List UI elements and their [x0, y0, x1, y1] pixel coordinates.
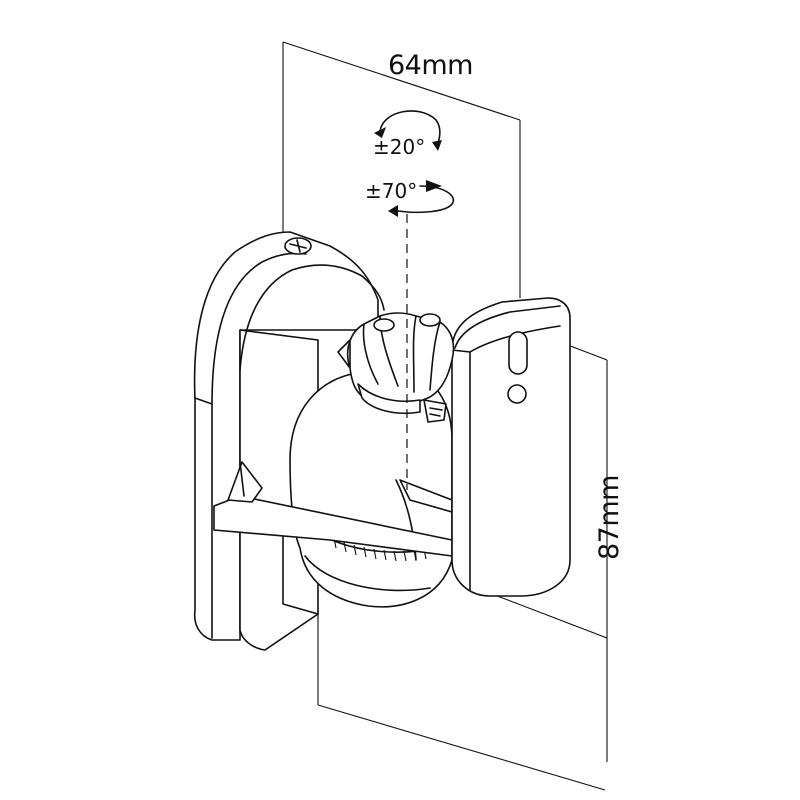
- mounting-slot-icon: [508, 331, 528, 375]
- speaker-plate: [451, 297, 571, 597]
- swivel-arrow-icon: [388, 180, 455, 217]
- swivel-angle-label: ±70°: [365, 179, 418, 203]
- screw-icon: [284, 237, 312, 255]
- height-dimension-label: 87mm: [594, 475, 625, 560]
- wall-plate: [193, 231, 385, 651]
- wall-plane: [282, 41, 606, 791]
- mounting-hole-icon: [507, 384, 527, 404]
- tightening-knob: [337, 312, 455, 423]
- tilt-angle-label: ±20°: [373, 135, 426, 159]
- tilt-arrow-icon: [374, 110, 442, 151]
- width-dimension-label: 64mm: [388, 50, 473, 81]
